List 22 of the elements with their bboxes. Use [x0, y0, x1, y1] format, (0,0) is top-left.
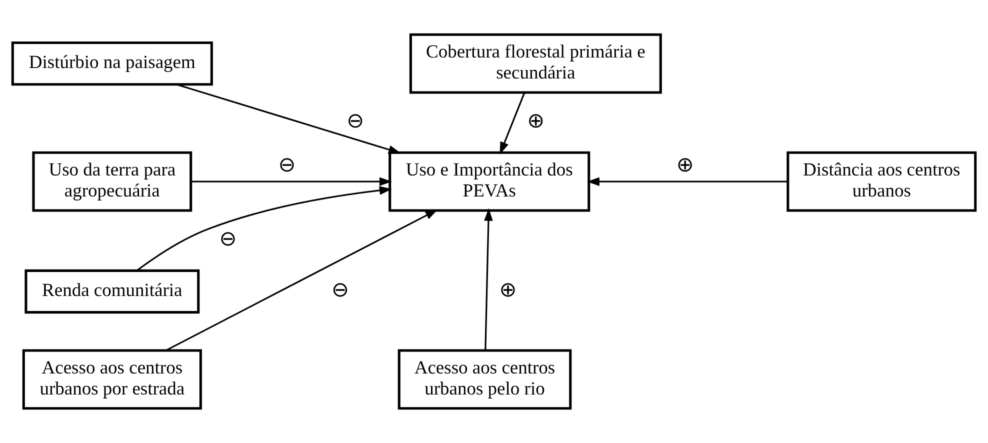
- edge-label: ⊖: [278, 152, 296, 177]
- node-box: Acesso aos centros urbanos pelo rio: [398, 349, 572, 410]
- edge-label: ⊕: [676, 152, 694, 177]
- node-box: Cobertura florestal primária e secundária: [409, 33, 662, 94]
- arrow: [191, 177, 392, 186]
- node-box: Distância aos centros urbanos: [786, 151, 977, 212]
- arrow: [586, 177, 788, 186]
- node-box: Renda comunitária: [24, 269, 200, 314]
- edge-label: ⊖: [219, 226, 237, 251]
- arrow: [500, 92, 526, 155]
- node-box: Uso e Importância dos PEVAs: [388, 151, 590, 212]
- arrow: [136, 186, 392, 272]
- arrow: [484, 208, 493, 350]
- edge-label: ⊕: [527, 108, 545, 133]
- arrow: [166, 209, 438, 352]
- node-box: Distúrbio na paisagem: [11, 41, 213, 86]
- node-box: Acesso aos centros urbanos por estrada: [22, 349, 202, 410]
- node-box: Uso da terra para agropecuária: [32, 151, 192, 212]
- edge-label: ⊖: [332, 278, 349, 302]
- edge-label: ⊖: [346, 108, 364, 133]
- arrow: [176, 84, 402, 154]
- edge-label: ⊕: [499, 278, 517, 302]
